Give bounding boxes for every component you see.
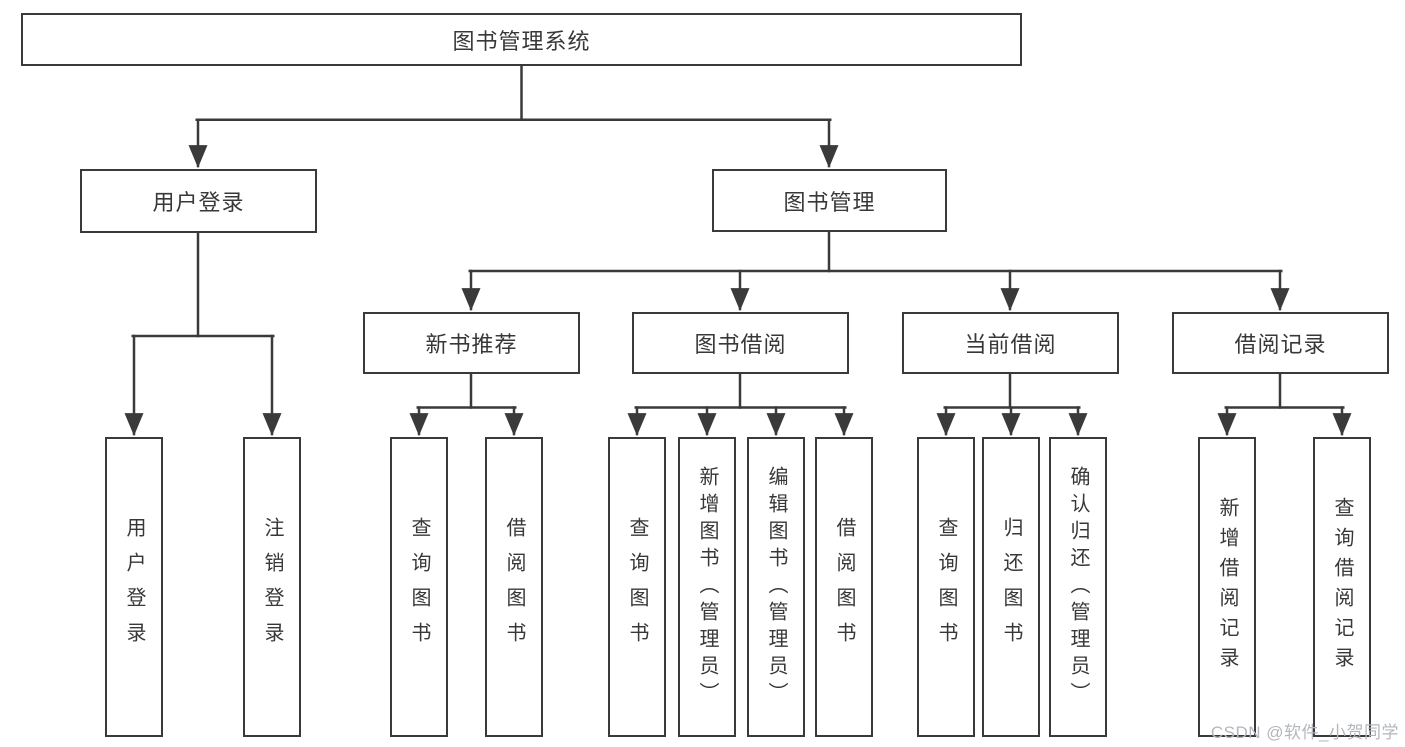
node-borrowing-records: 借阅记录 xyxy=(1172,312,1389,374)
leaf-borrow-books-recommend: 借阅图书 xyxy=(485,437,543,737)
node-label: 图书管理系统 xyxy=(452,28,591,54)
node-library-management-system: 图书管理系统 xyxy=(21,13,1022,66)
leaf-query-books-borrowing: 查询图书 xyxy=(608,437,666,737)
node-label: 新增借阅记录 xyxy=(1216,497,1238,677)
leaf-edit-books-admin: 编辑图书（管理员） xyxy=(747,437,805,737)
node-label: 查询借阅记录 xyxy=(1331,497,1353,677)
leaf-add-books-admin: 新增图书（管理员） xyxy=(678,437,736,737)
leaf-return-books: 归还图书 xyxy=(982,437,1040,737)
leaf-query-books-current: 查询图书 xyxy=(917,437,975,737)
edges-current-borrowing xyxy=(936,372,1088,436)
node-label: 新增图书（管理员） xyxy=(696,465,718,709)
leaf-query-books-recommend: 查询图书 xyxy=(390,437,448,737)
node-label: 用户登录 xyxy=(152,190,245,215)
node-book-borrowing: 图书借阅 xyxy=(632,312,849,374)
node-label: 新书推荐 xyxy=(425,332,518,357)
edges-user-login xyxy=(124,231,282,436)
edges-book-borrowing xyxy=(627,372,854,436)
edges-book-management xyxy=(461,230,1290,311)
node-label: 编辑图书（管理员） xyxy=(765,465,787,709)
node-label: 查询图书 xyxy=(408,517,430,657)
node-label: 查询图书 xyxy=(935,517,957,657)
node-label: 当前借阅 xyxy=(964,332,1057,357)
node-label: 图书管理 xyxy=(783,189,876,215)
csdn-watermark: CSDN @软件_小贺同学 xyxy=(1210,723,1399,742)
node-new-book-recommendation: 新书推荐 xyxy=(363,312,580,374)
edges-new-book-recommendation xyxy=(409,372,524,436)
node-label: 图书借阅 xyxy=(694,332,787,357)
leaf-logout: 注销登录 xyxy=(243,437,301,737)
node-user-login: 用户登录 xyxy=(80,169,317,233)
node-label: 借阅图书 xyxy=(833,517,855,657)
node-label: 借阅图书 xyxy=(503,517,525,657)
leaf-add-borrow-record: 新增借阅记录 xyxy=(1198,437,1256,737)
node-label: 归还图书 xyxy=(1000,517,1022,657)
node-label: 注销登录 xyxy=(261,517,283,657)
edges-root xyxy=(188,64,839,168)
node-label: 用户登录 xyxy=(123,517,145,657)
node-book-management: 图书管理 xyxy=(712,169,947,232)
leaf-query-borrow-record: 查询借阅记录 xyxy=(1313,437,1371,737)
node-label: 借阅记录 xyxy=(1234,332,1327,357)
leaf-borrow-books-borrowing: 借阅图书 xyxy=(815,437,873,737)
node-label: 确认归还（管理员） xyxy=(1067,465,1089,709)
node-label: 查询图书 xyxy=(626,517,648,657)
leaf-confirm-return-admin: 确认归还（管理员） xyxy=(1049,437,1107,737)
leaf-user-login: 用户登录 xyxy=(105,437,163,737)
node-current-borrowing: 当前借阅 xyxy=(902,312,1119,374)
edges-borrowing-records xyxy=(1217,372,1352,436)
